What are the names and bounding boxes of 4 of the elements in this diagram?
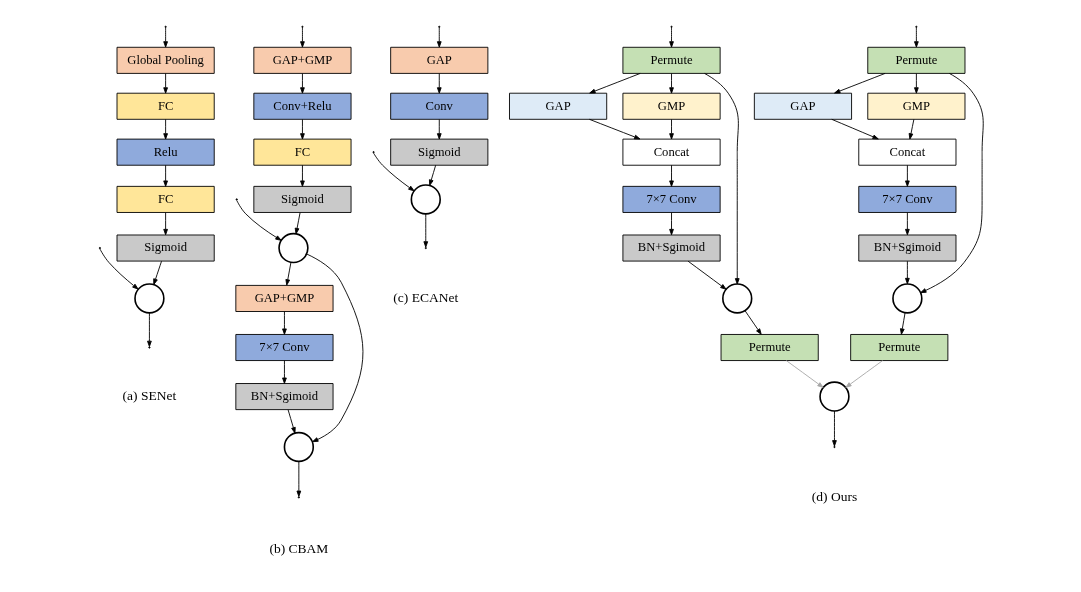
label: (a) SENet (122, 387, 176, 403)
label: (d) Ours (811, 488, 857, 504)
label: (c) ECANet (392, 289, 458, 305)
label: (b) CBAM (268, 540, 328, 556)
